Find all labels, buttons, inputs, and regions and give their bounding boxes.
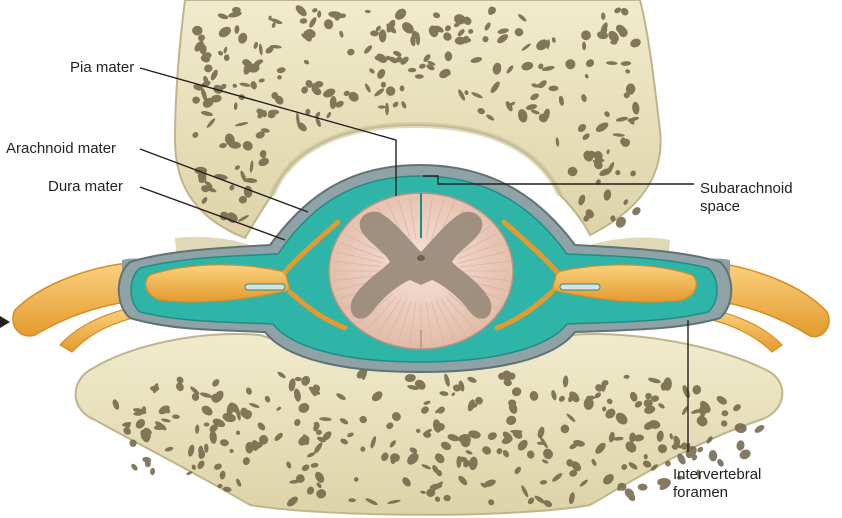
spinal-cord — [329, 193, 513, 349]
bone-pore — [130, 463, 139, 472]
arrowhead-icon — [0, 316, 10, 328]
label-dura-mater: Dura mater — [48, 178, 123, 196]
label-arachnoid-mater: Arachnoid mater — [6, 140, 116, 158]
bone-pore — [245, 442, 253, 453]
bone-pore — [509, 373, 515, 380]
bone-pore — [416, 429, 420, 433]
bone-pore — [696, 446, 704, 454]
label-subarachnoid-space: Subarachnoid space — [700, 180, 793, 216]
bone-pore — [150, 468, 156, 476]
label-intervertebral-foramen: Intervertebral foramen — [673, 466, 761, 502]
bone-pore — [638, 483, 648, 491]
bone-pore — [736, 440, 746, 452]
bone-pore — [379, 29, 387, 42]
bone-pore — [709, 450, 718, 462]
label-pia-mater: Pia mater — [70, 59, 134, 77]
bone-pore — [753, 423, 765, 434]
